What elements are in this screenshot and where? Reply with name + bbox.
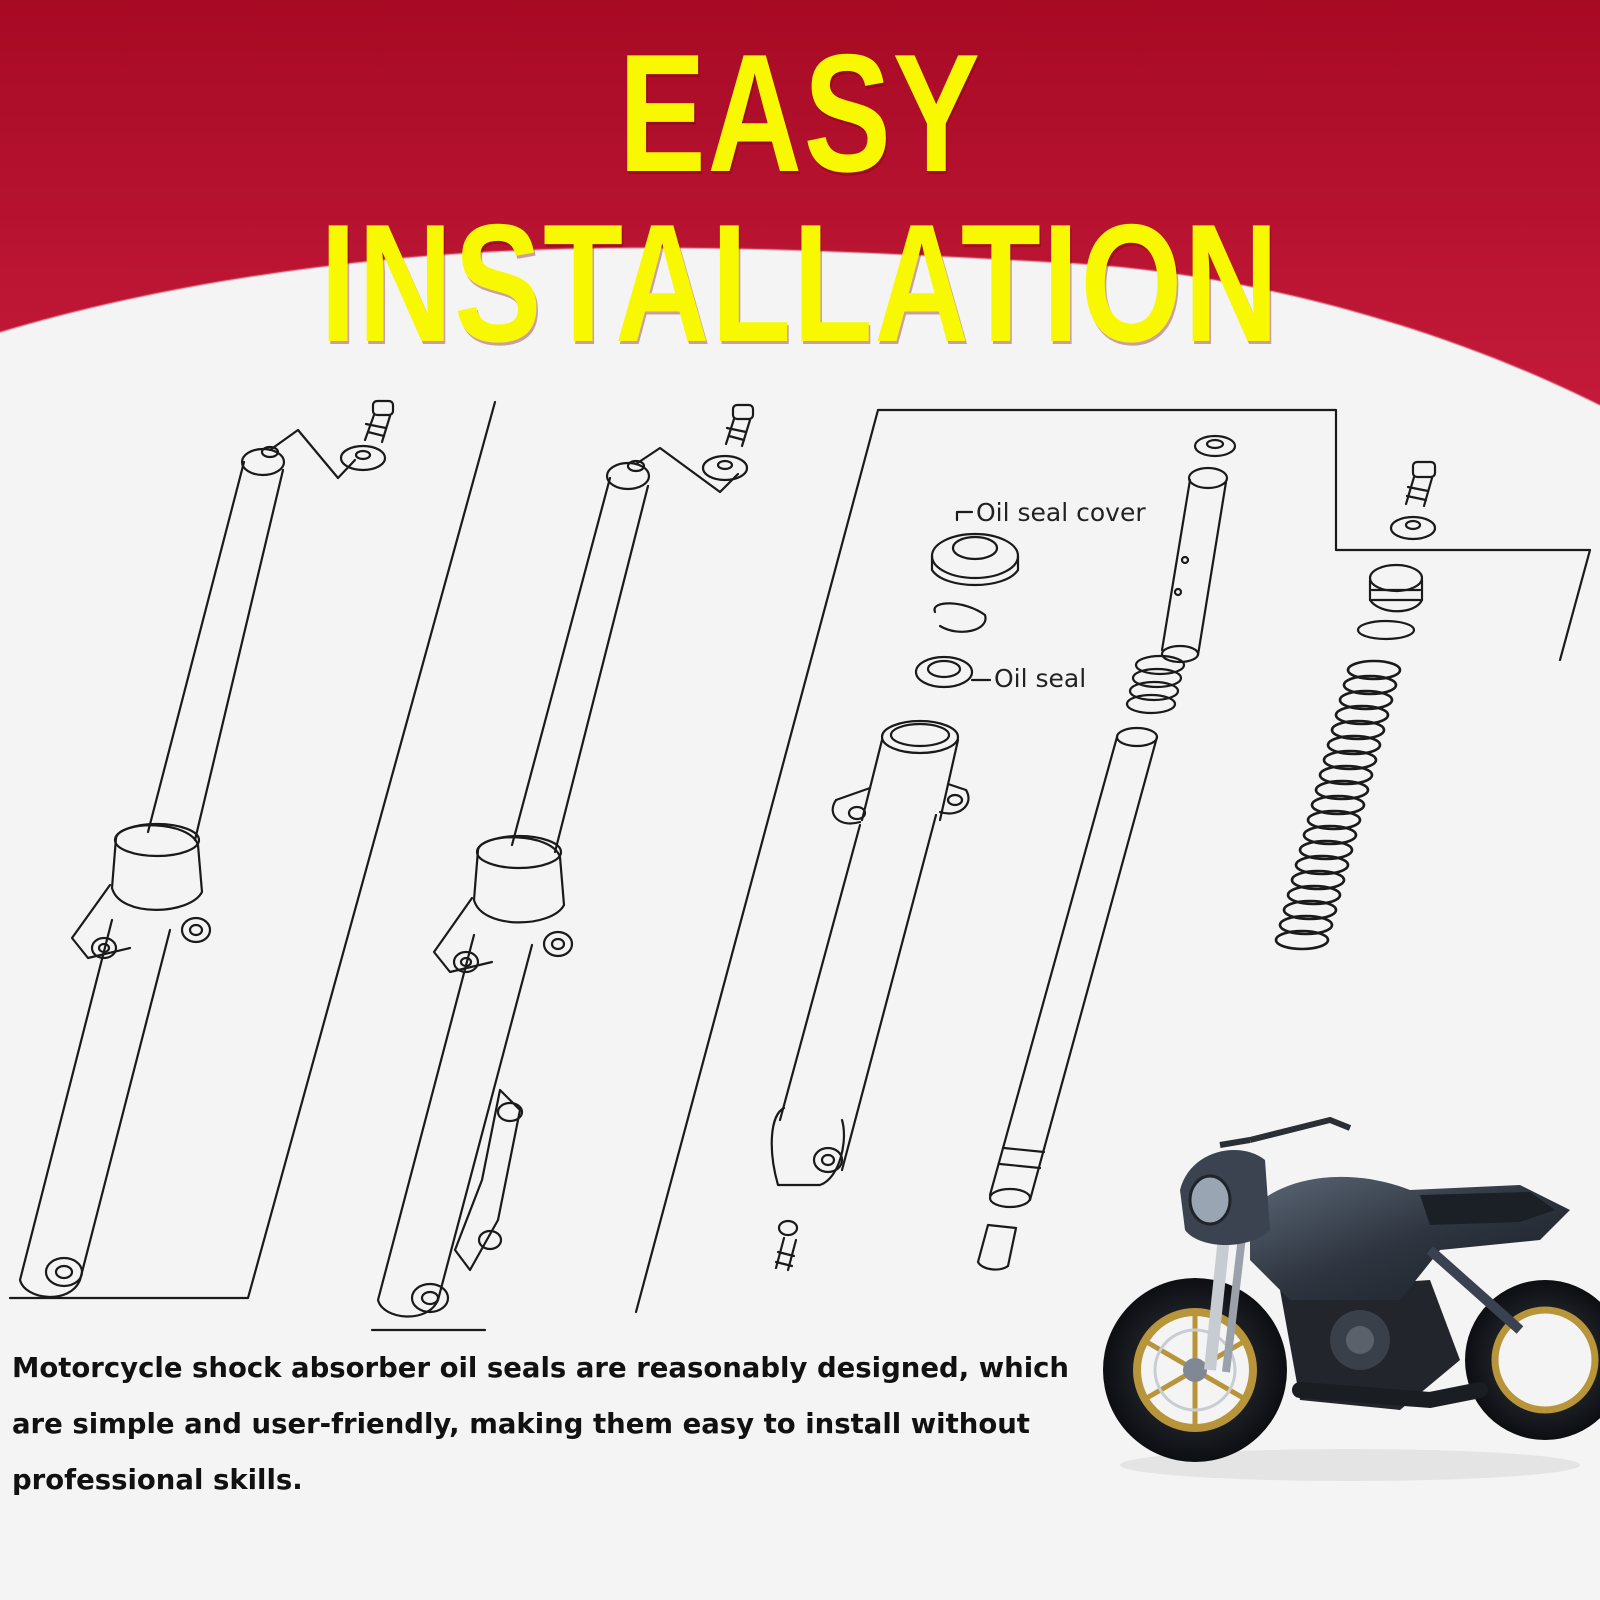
fork-assembly-2 xyxy=(376,403,755,1318)
oil-seal-cover-label: Oil seal cover xyxy=(976,498,1146,527)
main-spring xyxy=(1274,659,1402,951)
fork-assembly-1 xyxy=(18,399,395,1298)
page-title: EASY INSTALLATION xyxy=(319,19,1281,377)
damper-rod xyxy=(1125,434,1237,715)
header-banner xyxy=(0,0,1600,406)
inner-tube xyxy=(976,726,1159,1271)
small-spring xyxy=(1125,654,1186,715)
oil-seal-label: Oil seal xyxy=(994,664,1087,693)
seal-parts xyxy=(914,510,1020,689)
panel-frames xyxy=(8,400,1592,1332)
outer-tube xyxy=(770,719,970,1272)
fork-cap-and-spring xyxy=(1274,460,1437,951)
motorcycle-photo-icon xyxy=(1103,1116,1600,1481)
description-text: Motorcycle shock absorber oil seals are … xyxy=(12,1352,1070,1496)
